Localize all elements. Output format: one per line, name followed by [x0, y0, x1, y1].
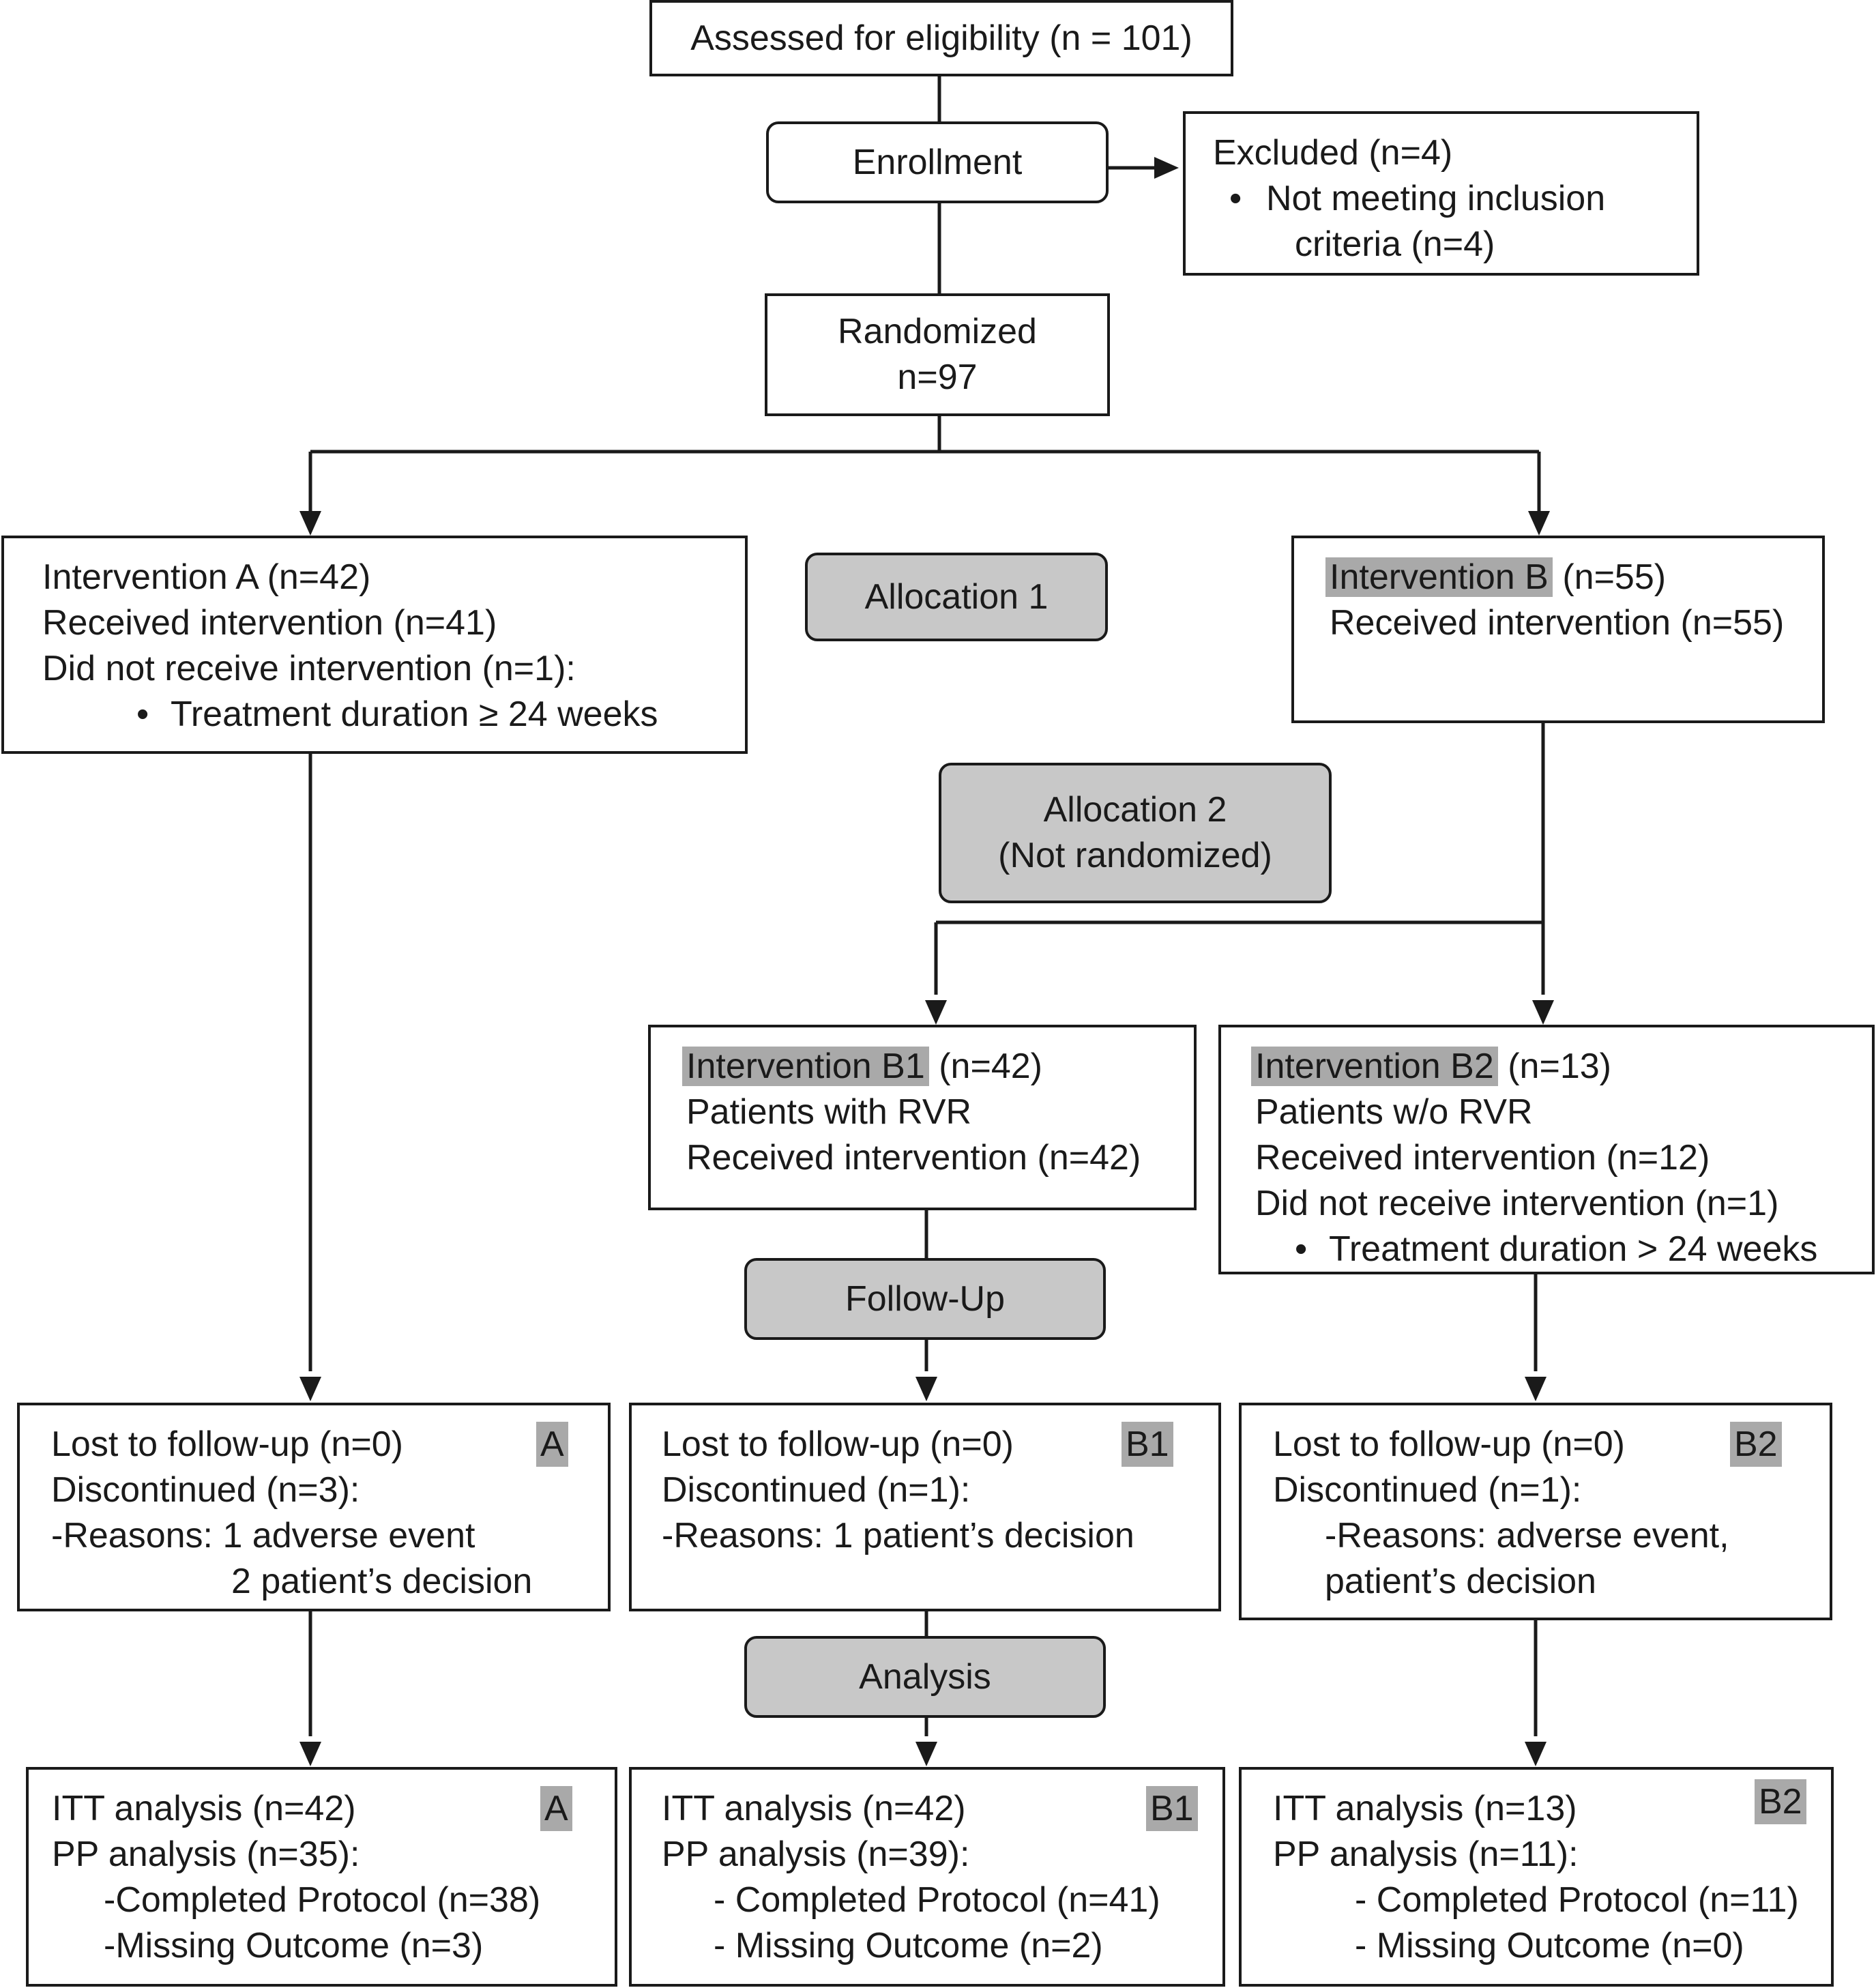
assessed-box: Assessed for eligibility (n = 101) [649, 0, 1233, 76]
analysis-a-box: A ITT analysis (n=42) PP analysis (n=35)… [26, 1767, 617, 1987]
follow-up-text: Follow-Up [845, 1278, 1006, 1319]
followup-b2-lost: Lost to follow-up (n=0) [1273, 1424, 1625, 1464]
arrowhead-analysis-b2 [1525, 1742, 1547, 1766]
group-tag-a: A [536, 1422, 568, 1467]
followup-b2-reason-1: -Reasons: adverse event, [1325, 1516, 1729, 1555]
allocation-2-line2: (Not randomized) [998, 836, 1272, 875]
randomized-box: Randomized n=97 [765, 293, 1110, 416]
intervention-b2-not-received: Did not receive intervention (n=1) [1255, 1184, 1779, 1223]
analysis-a-missing: -Missing Outcome (n=3) [104, 1926, 484, 1965]
followup-b1-box: B1 Lost to follow-up (n=0) Discontinued … [629, 1403, 1221, 1611]
analysis-a-itt: ITT analysis (n=42) [52, 1789, 356, 1828]
followup-b1-reason: -Reasons: 1 patient’s decision [662, 1516, 1134, 1555]
arrowhead-b2 [1532, 1000, 1554, 1025]
intervention-a-not-received: Did not receive intervention (n=1): [42, 649, 576, 688]
arrowhead-followup-b2 [1525, 1377, 1547, 1401]
allocation-2-line1: Allocation 2 [1043, 790, 1227, 830]
assessed-text: Assessed for eligibility (n = 101) [690, 18, 1192, 58]
intervention-b2-reason: Treatment duration > 24 weeks [1329, 1229, 1818, 1269]
arrowhead-analysis-a [299, 1742, 321, 1766]
followup-b2-reason-2: patient’s decision [1325, 1562, 1596, 1601]
excluded-title: Excluded (n=4) [1213, 133, 1453, 173]
arrowhead-intervention-b [1528, 511, 1550, 536]
analysis-label: Analysis [744, 1636, 1106, 1718]
followup-a-lost: Lost to follow-up (n=0) [51, 1424, 403, 1464]
intervention-b2-population: Patients w/o RVR [1255, 1092, 1533, 1132]
intervention-b1-name: Intervention B1 [682, 1047, 929, 1086]
followup-a-reason-2: 2 patient’s decision [231, 1562, 533, 1601]
intervention-b2-name: Intervention B2 [1251, 1047, 1498, 1086]
followup-a-box: A Lost to follow-up (n=0) Discontinued (… [17, 1403, 611, 1611]
intervention-b1-count: (n=42) [939, 1047, 1042, 1086]
followup-a-reason-1: -Reasons: 1 adverse event [51, 1516, 475, 1555]
intervention-b2-count: (n=13) [1508, 1047, 1611, 1086]
analysis-a-completed: -Completed Protocol (n=38) [104, 1880, 541, 1920]
intervention-a-box: Intervention A (n=42) Received intervent… [1, 536, 748, 754]
analysis-b2-itt: ITT analysis (n=13) [1273, 1789, 1577, 1828]
randomized-count: n=97 [897, 357, 978, 397]
group-tag-a: A [540, 1786, 572, 1831]
intervention-b2-received: Received intervention (n=12) [1255, 1138, 1710, 1178]
arrowhead-followup-b1 [915, 1377, 937, 1401]
excluded-box: Excluded (n=4) • Not meeting inclusion c… [1183, 111, 1699, 276]
followup-a-discontinued: Discontinued (n=3): [51, 1470, 360, 1510]
intervention-a-reason: Treatment duration ≥ 24 weeks [171, 695, 658, 734]
intervention-b1-box: Intervention B1 (n=42) Patients with RVR… [648, 1025, 1197, 1210]
intervention-a-title: Intervention A (n=42) [42, 557, 371, 597]
arrowhead-followup-a [299, 1377, 321, 1401]
arrowhead-excluded [1154, 157, 1179, 179]
intervention-b1-title-line: Intervention B1 (n=42) [682, 1044, 1042, 1090]
intervention-b2-box: Intervention B2 (n=13) Patients w/o RVR … [1218, 1025, 1875, 1274]
allocation-2-label: Allocation 2 (Not randomized) [939, 763, 1332, 903]
analysis-b1-itt: ITT analysis (n=42) [662, 1789, 966, 1828]
analysis-b1-pp: PP analysis (n=39): [662, 1834, 970, 1874]
analysis-b2-box: B2 ITT analysis (n=13) PP analysis (n=11… [1239, 1767, 1834, 1987]
arrowhead-intervention-a [299, 511, 321, 536]
analysis-b1-box: B1 ITT analysis (n=42) PP analysis (n=39… [629, 1767, 1225, 1987]
intervention-b-title-line: Intervention B (n=55) [1325, 555, 1667, 600]
randomized-label: Randomized [838, 312, 1037, 351]
followup-b1-discontinued: Discontinued (n=1): [662, 1470, 971, 1510]
intervention-b-received: Received intervention (n=55) [1330, 603, 1785, 643]
allocation-1-label: Allocation 1 [805, 553, 1108, 641]
group-tag-b1: B1 [1122, 1422, 1173, 1467]
analysis-b2-pp: PP analysis (n=11): [1273, 1834, 1579, 1874]
arrowhead-analysis-b1 [915, 1742, 937, 1766]
group-tag-b2: B2 [1755, 1779, 1806, 1824]
followup-b2-box: B2 Lost to follow-up (n=0) Discontinued … [1239, 1403, 1832, 1620]
intervention-b-name: Intervention B [1325, 557, 1553, 597]
followup-b1-lost: Lost to follow-up (n=0) [662, 1424, 1014, 1464]
followup-b2-discontinued: Discontinued (n=1): [1273, 1470, 1582, 1510]
allocation-1-text: Allocation 1 [864, 576, 1049, 617]
intervention-b1-received: Received intervention (n=42) [686, 1138, 1141, 1178]
arrowhead-b1 [925, 1000, 947, 1025]
bullet-icon: • [1295, 1229, 1308, 1269]
analysis-b1-completed: - Completed Protocol (n=41) [714, 1880, 1160, 1920]
bullet-icon: • [136, 695, 149, 734]
intervention-b-box: Intervention B (n=55) Received intervent… [1291, 536, 1825, 723]
group-tag-b1: B1 [1146, 1786, 1198, 1831]
excluded-reason-line1: Not meeting inclusion [1266, 179, 1606, 218]
intervention-b-count: (n=55) [1562, 557, 1667, 597]
analysis-text: Analysis [859, 1656, 991, 1697]
bullet-icon: • [1229, 179, 1242, 218]
analysis-b2-missing: - Missing Outcome (n=0) [1355, 1926, 1744, 1965]
enrollment-text: Enrollment [852, 142, 1023, 182]
intervention-b2-title-line: Intervention B2 (n=13) [1251, 1044, 1611, 1090]
excluded-reason-line2: criteria (n=4) [1295, 224, 1495, 264]
intervention-a-received: Received intervention (n=41) [42, 603, 497, 643]
follow-up-label: Follow-Up [744, 1258, 1106, 1340]
intervention-b1-population: Patients with RVR [686, 1092, 972, 1132]
analysis-b1-missing: - Missing Outcome (n=2) [714, 1926, 1103, 1965]
analysis-b2-completed: - Completed Protocol (n=11) [1355, 1880, 1799, 1920]
analysis-a-pp: PP analysis (n=35): [52, 1834, 360, 1874]
enrollment-box: Enrollment [766, 121, 1109, 203]
group-tag-b2: B2 [1730, 1422, 1782, 1467]
